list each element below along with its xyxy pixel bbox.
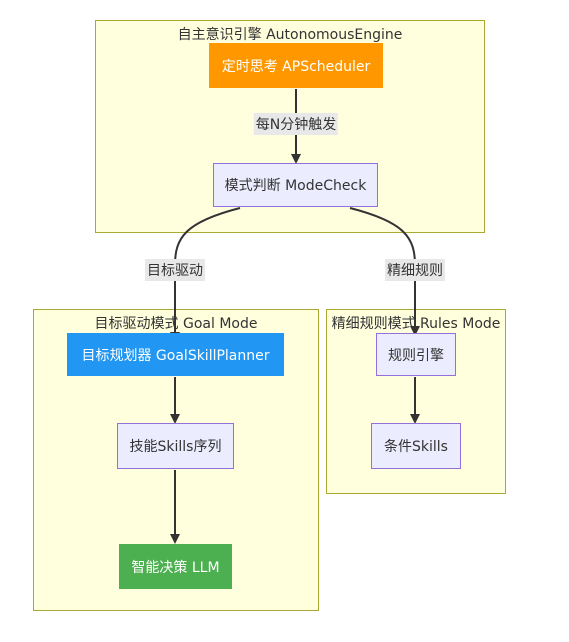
node-goal-planner: 目标规划器 GoalSkillPlanner [67, 333, 284, 376]
edge-label-goal: 目标驱动 [145, 259, 205, 281]
cluster-title-engine: 自主意识引擎 AutonomousEngine [177, 27, 403, 43]
node-scheduler: 定时思考 APScheduler [209, 43, 383, 88]
node-rule-engine: 规则引擎 [376, 333, 456, 376]
node-skill-sequence: 技能Skills序列 [117, 423, 234, 469]
node-llm-decision: 智能决策 LLM [119, 544, 232, 589]
node-conditional-skills: 条件Skills [371, 423, 461, 469]
edge-label-rules: 精细规则 [385, 259, 445, 281]
edge-label-trigger: 每N分钟触发 [253, 113, 339, 135]
node-mode-check: 模式判断 ModeCheck [213, 163, 378, 207]
